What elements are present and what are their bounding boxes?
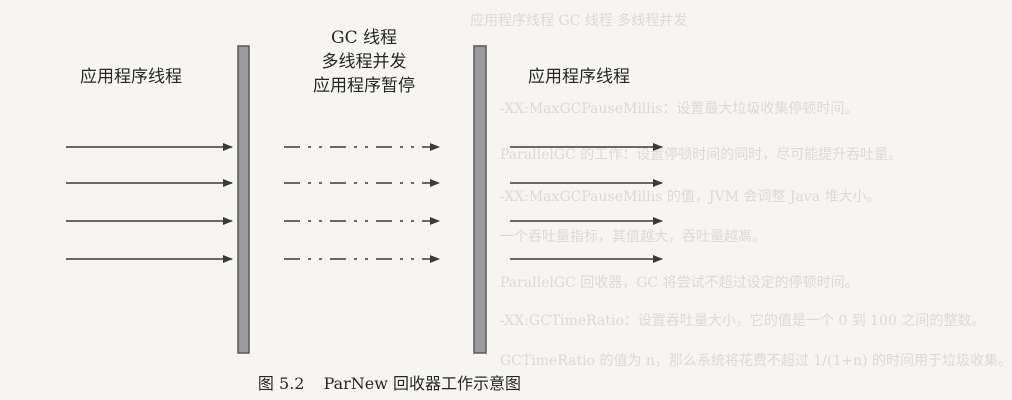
bleed-text-line: ParallelGC 回收器，GC 将尝试不超过设定的停顿时间。 bbox=[500, 275, 859, 291]
bleed-text-line: ParallelGC 的工作：设置停顿时间的同时，尽可能提升吞吐量。 bbox=[500, 147, 903, 163]
gc-concurrency-label: 多线程并发 bbox=[321, 52, 407, 72]
diagram-canvas: 应用程序线程 GC 线程 多线程并发 -XX:MaxGCPauseMillis：… bbox=[0, 13, 1012, 394]
app-pause-label: 应用程序暂停 bbox=[313, 76, 415, 96]
bleed-text-line: 一个吞吐量指标，其值越大，吞吐量越高。 bbox=[500, 229, 766, 245]
gc-thread-label: GC 线程 bbox=[331, 28, 397, 48]
figure-caption: 图 5.2 ParNew 回收器工作示意图 bbox=[0, 370, 779, 394]
bleed-text-line: GCTimeRatio 的值为 n，那么系统将花费不超过 1/(1+n) 的时间… bbox=[500, 353, 1012, 369]
gc-thread-arrows bbox=[284, 143, 440, 263]
pause-bar-left bbox=[237, 45, 250, 354]
left-thread-arrows bbox=[66, 143, 233, 263]
bleed-text-line: -XX:GCTimeRatio：设置吞吐量大小，它的值是一个 0 到 100 之… bbox=[500, 313, 986, 329]
caption-number: 图 5.2 bbox=[257, 374, 305, 393]
bleed-text-line: 应用程序线程 GC 线程 多线程并发 bbox=[470, 13, 688, 29]
bleed-text-line: -XX:MaxGCPauseMillis 的值，JVM 会调整 Java 堆大小… bbox=[500, 189, 881, 205]
caption-text: ParNew 回收器工作示意图 bbox=[323, 374, 522, 393]
gc-thread-label-group: GC 线程 多线程并发 应用程序暂停 bbox=[300, 26, 428, 98]
parnew-diagram bbox=[66, 45, 663, 354]
pause-bar-right bbox=[473, 45, 487, 354]
left-app-thread-label: 应用程序线程 bbox=[80, 67, 182, 87]
right-thread-arrows bbox=[510, 143, 663, 263]
right-app-thread-label: 应用程序线程 bbox=[528, 67, 630, 87]
bleed-text-line: -XX:MaxGCPauseMillis：设置最大垃圾收集停顿时间。 bbox=[500, 101, 859, 117]
